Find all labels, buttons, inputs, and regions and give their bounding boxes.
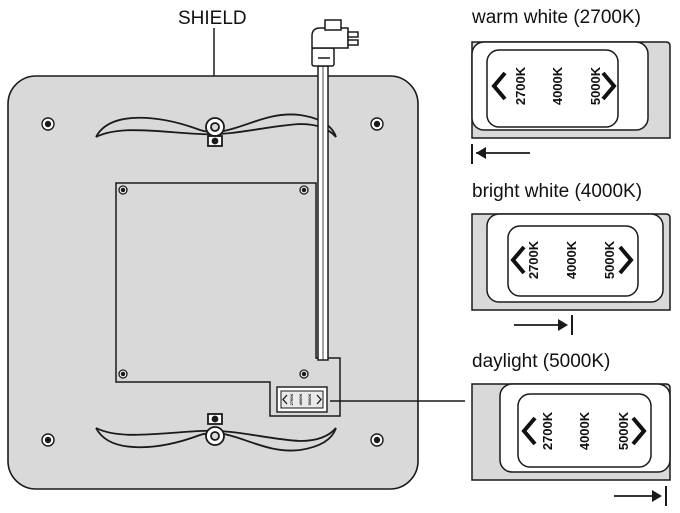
switch-labels-warm: 2700K 4000K 5000K <box>513 66 603 105</box>
corner-holes <box>41 117 384 447</box>
switch-labels-bright: 2700K 4000K 5000K <box>526 240 617 279</box>
switch-label-2700k: 2700K <box>513 66 528 105</box>
caption-warm-white: warm white (2700K) <box>472 7 641 28</box>
switch-label-5000k: 5000K <box>602 240 617 279</box>
driver-screws <box>118 185 309 379</box>
bottom-mounting-spring <box>95 413 337 452</box>
switch-label-4000k: 4000K <box>550 66 565 105</box>
caption-bright-white: bright white (4000K) <box>472 181 643 202</box>
switch-label-4000k: 4000K <box>298 394 303 406</box>
detail-daylight <box>471 383 671 506</box>
switch-label-2700k: 2700K <box>526 240 541 279</box>
power-cord <box>317 65 329 361</box>
switch-label-5000k: 5000K <box>307 394 312 406</box>
fixture-switch-labels: 2700K 4000K 5000K <box>289 394 312 406</box>
detail-bright-white <box>471 213 671 335</box>
switch-label-2700k: 2700K <box>540 411 555 450</box>
switch-label-5000k: 5000K <box>588 66 603 105</box>
switch-labels-daylight: 2700K 4000K 5000K <box>540 411 631 450</box>
switch-label-5000k: 5000K <box>616 411 631 450</box>
plug-icon <box>311 19 359 67</box>
caption-daylight: daylight (5000K) <box>472 351 611 372</box>
detail-warm-white <box>471 41 671 164</box>
switch-label-2700k: 2700K <box>289 394 294 406</box>
switch-label-4000k: 4000K <box>564 240 579 279</box>
switch-label-4000k: 4000K <box>577 411 592 450</box>
shield-label: SHIELD <box>178 8 247 29</box>
driver-plate <box>115 182 341 417</box>
fixture-color-switch <box>276 386 328 413</box>
